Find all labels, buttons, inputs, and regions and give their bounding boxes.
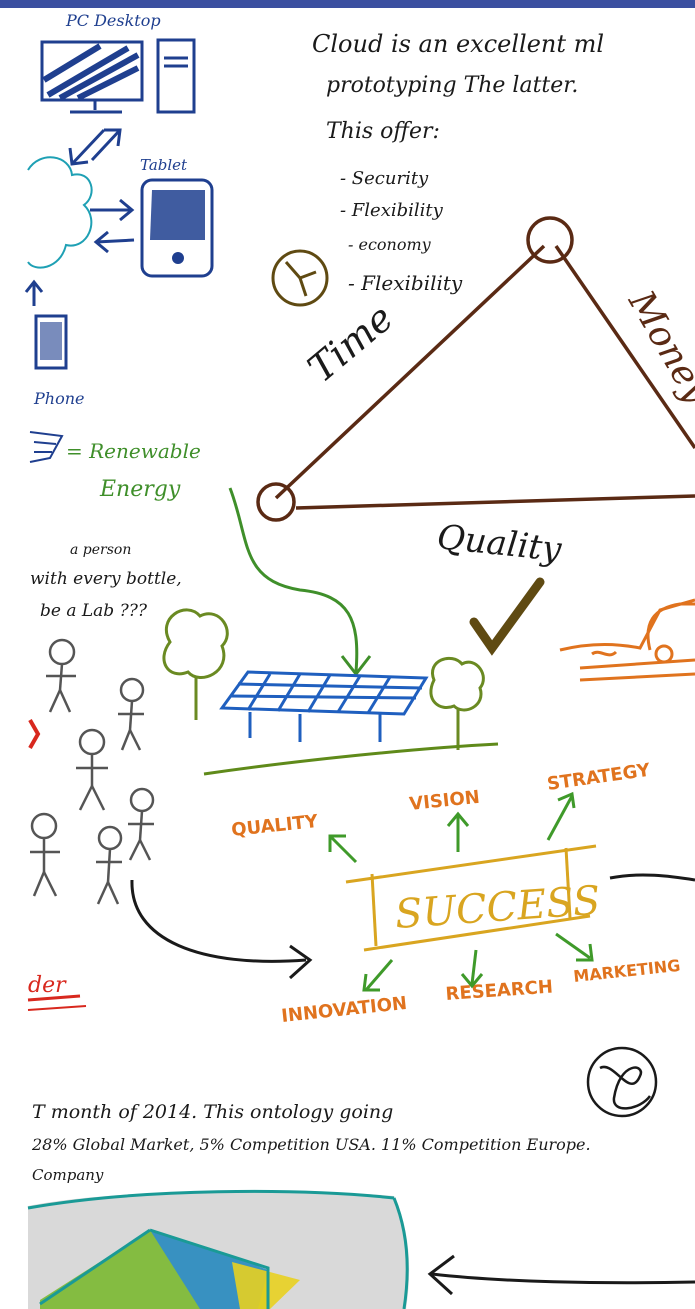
phone-label: Phone <box>33 389 84 408</box>
stick-figure-icon <box>30 638 155 905</box>
order-underline <box>27 994 81 1002</box>
cloud-note-line1: Cloud is an excellent ml <box>312 30 604 58</box>
solar-note-icon <box>29 431 64 463</box>
bullet-flexibility: - Flexibility <box>340 200 444 221</box>
cloud-icon <box>27 156 93 269</box>
cloud-note-line2: prototyping The latter. <box>326 73 578 98</box>
order-underline-2 <box>27 1005 87 1011</box>
phone-icon <box>34 314 68 370</box>
order-label: der <box>28 973 67 998</box>
energy-arrowhead <box>340 655 372 677</box>
checkmark-icon <box>469 577 545 656</box>
success-strategy-label: STRATEGY <box>546 760 652 795</box>
success-label: SUCCESS <box>393 878 601 938</box>
success-research-label: RESEARCH <box>445 977 554 1005</box>
person-note-line3: be a Lab ??? <box>40 601 148 621</box>
clock-icon <box>271 249 329 307</box>
signature-icon <box>586 1046 658 1118</box>
solar-panel-icon <box>219 670 429 742</box>
triangle-time-label: Time <box>300 295 402 390</box>
success-innovation-label: INNOVATION <box>280 993 408 1027</box>
time-money-quality-triangle <box>256 216 695 522</box>
tree-icon-right <box>429 656 485 750</box>
pie-arrow <box>431 1272 695 1285</box>
person-note-line1: a person <box>70 542 131 558</box>
market-note-line2: 28% Global Market, 5% Competition USA. 1… <box>31 1135 591 1154</box>
tree-icon <box>162 608 229 720</box>
person-note-line2: with every bottle, <box>30 569 182 589</box>
energy-label: Energy <box>99 477 181 502</box>
market-note-line1: T month of 2014. This ontology going <box>32 1101 393 1123</box>
sync-arrows <box>24 128 135 306</box>
success-vision-label: VISION <box>408 787 480 815</box>
ground-line <box>203 742 499 776</box>
market-note-line3: Company <box>32 1166 104 1184</box>
pie-arrowhead <box>427 1254 455 1296</box>
car-icon <box>559 598 695 682</box>
desktop-icon <box>40 38 196 114</box>
bullet-economy: - economy <box>348 235 432 254</box>
energy-flow-arrow <box>228 487 359 673</box>
success-quality-label: QUALITY <box>230 811 319 841</box>
tablet-label: Tablet <box>140 156 188 174</box>
success-arrows <box>328 791 594 992</box>
red-mark <box>28 719 41 749</box>
bullet-fexibility: - Flexibility <box>348 271 463 295</box>
pc-desktop-label: PC Desktop <box>65 11 161 30</box>
triangle-quality-label: Quality <box>435 517 564 570</box>
people-arrowhead <box>288 944 313 980</box>
renewable-label: = Renewable <box>66 439 201 463</box>
cloud-note-line3: This offer: <box>326 119 440 144</box>
top-border-bar <box>0 0 695 8</box>
success-right-line <box>609 873 695 882</box>
bullet-security: - Security <box>340 168 429 189</box>
pie-chart-icon <box>27 1189 410 1309</box>
success-box <box>345 844 597 952</box>
people-to-success-arrow <box>130 879 307 963</box>
tablet-icon <box>140 178 214 278</box>
